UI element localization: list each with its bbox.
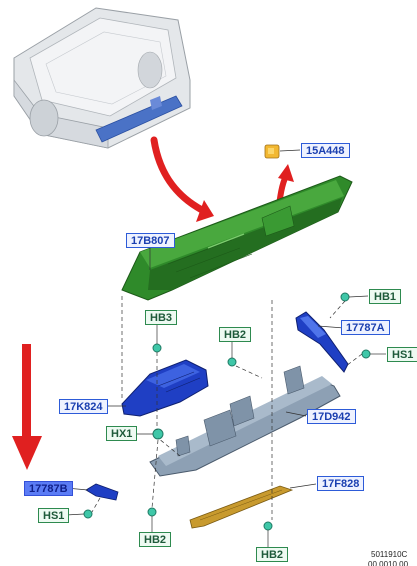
- rear-bumper-17B807: [121, 175, 353, 301]
- assembly-guide-lines: [91, 296, 363, 520]
- callout-17B807: 17B807: [126, 233, 175, 248]
- fastener-hs1-right: [361, 349, 371, 359]
- callout-leader-lines: [65, 149, 386, 550]
- fastener-hb3: [152, 343, 162, 353]
- callout-17F828: 17F828: [317, 476, 365, 491]
- callout-HB2-left: HB2: [139, 532, 172, 547]
- fastener-hb1: [340, 292, 350, 302]
- callout-HB2-upper: HB2: [219, 327, 252, 342]
- truck-bed-illustration: [13, 7, 191, 149]
- callout-17K824: 17K824: [59, 399, 108, 414]
- callout-15A448: 15A448: [301, 143, 350, 158]
- bumper-frame-17D942: [149, 365, 341, 477]
- fastener-hb2-upper: [227, 357, 237, 367]
- step-plate-17F828: [189, 485, 294, 529]
- diagram-code: 5011910C: [371, 550, 408, 559]
- left-bracket-17787B: [85, 483, 119, 501]
- callout-HS1-right: HS1: [387, 347, 417, 362]
- fastener-hb2-left: [147, 507, 157, 517]
- left-step-pad-17K824: [121, 359, 209, 417]
- diagram-date-fragment: 00.0010.00: [368, 560, 409, 566]
- fastener-hx1: [152, 428, 164, 440]
- right-bracket-17787A: [295, 311, 349, 373]
- callout-HB1: HB1: [369, 289, 402, 304]
- sensor-part-15A448: [264, 144, 280, 159]
- callout-HB3: HB3: [145, 310, 178, 325]
- callout-17D942: 17D942: [307, 409, 356, 424]
- callout-17787B: 17787B: [24, 481, 73, 496]
- callout-HB2-bottom: HB2: [256, 547, 289, 562]
- red-flow-arrowhead-main: [196, 200, 214, 222]
- fastener-hs1-left: [83, 509, 93, 519]
- callout-17787A: 17787A: [341, 320, 390, 335]
- red-arrowhead-to-sensor: [278, 164, 294, 182]
- callout-HX1: HX1: [106, 426, 138, 441]
- callout-HS1-left: HS1: [38, 508, 70, 523]
- fastener-hb2-bottom: [263, 521, 273, 531]
- red-down-arrow: [12, 344, 42, 470]
- red-flow-arrow-main: [150, 136, 206, 214]
